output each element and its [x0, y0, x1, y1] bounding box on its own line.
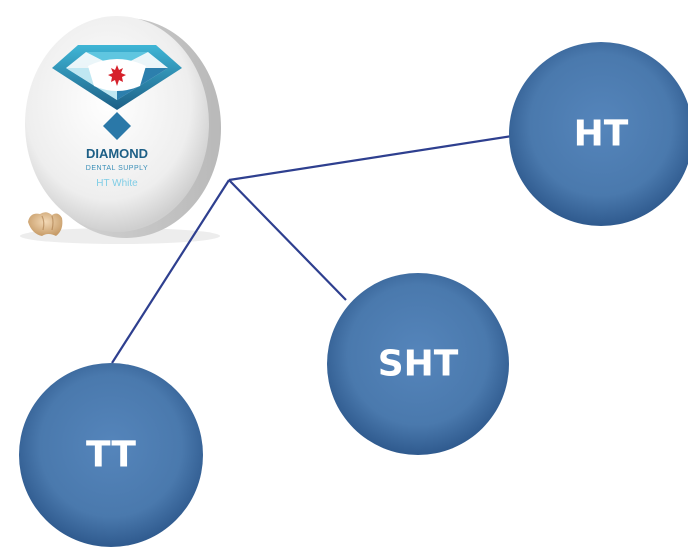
dental-crowns-icon: [28, 212, 63, 236]
product-disc: DIAMOND DENTAL SUPPLY HT White: [20, 16, 221, 244]
node-sht[interactable]: SHT: [327, 273, 509, 455]
brand-name: DIAMOND: [86, 146, 148, 161]
node-ht[interactable]: HT: [509, 42, 688, 226]
node-tt-label: TT: [86, 435, 136, 476]
brand-subtitle: DENTAL SUPPLY: [86, 165, 148, 172]
node-ht-label: HT: [574, 114, 629, 155]
node-tt[interactable]: TT: [19, 363, 203, 547]
node-sht-label: SHT: [378, 344, 459, 385]
connectors: [111, 134, 513, 364]
connector-sht: [228, 179, 347, 301]
diamond-maple-leaf-icon: [52, 45, 182, 140]
connector-ht: [228, 134, 513, 182]
product-variant: HT White: [96, 178, 138, 189]
connector-tt: [111, 179, 230, 364]
